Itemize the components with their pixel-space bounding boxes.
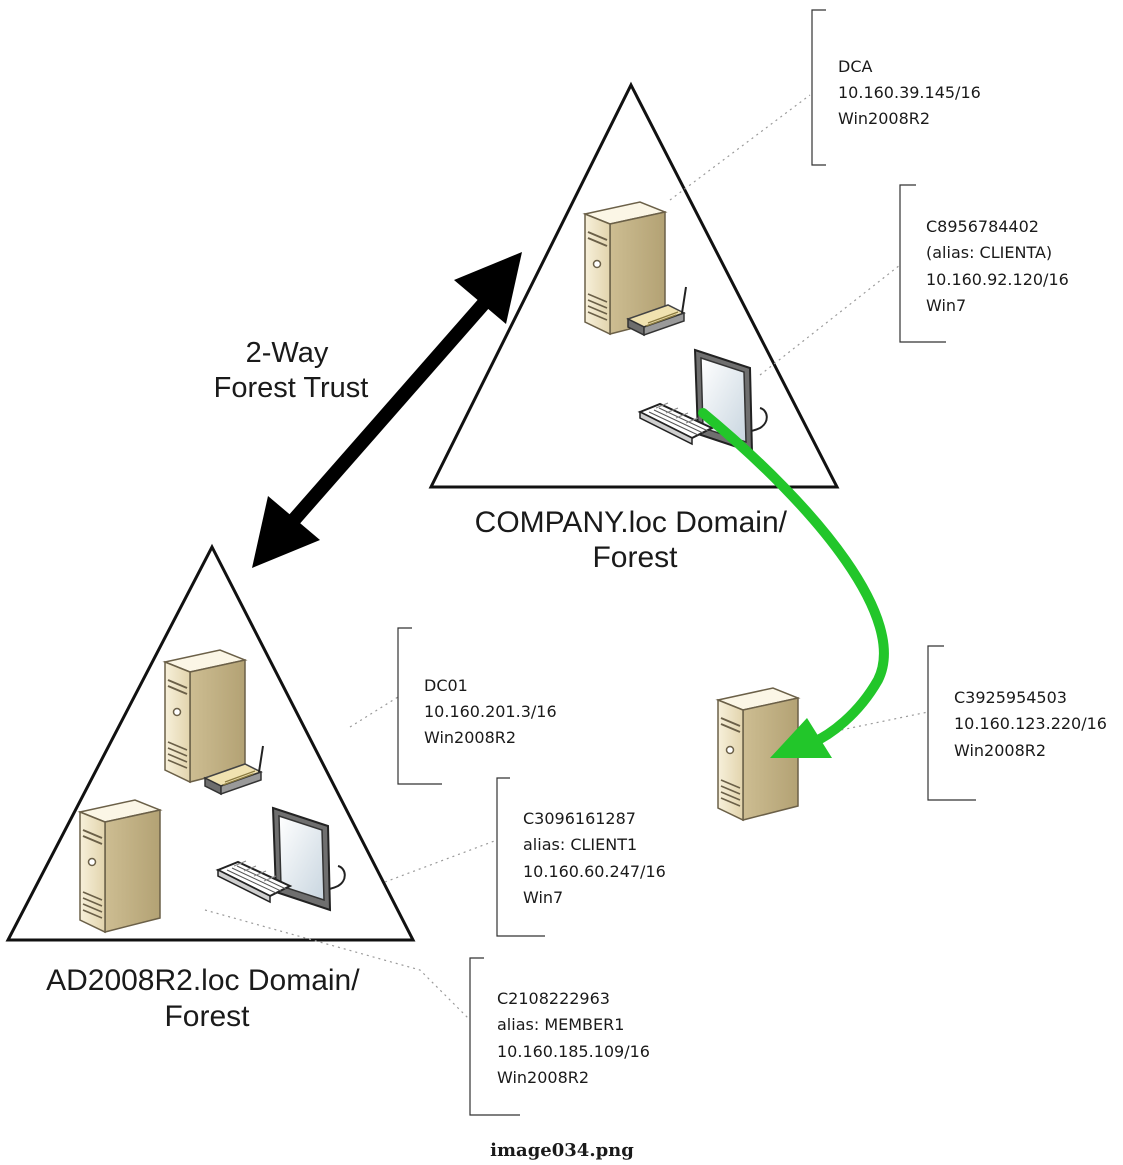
dca-ip: 10.160.39.145/16 <box>838 83 981 102</box>
ad2008r2-domain-label-line-2: Forest <box>164 1000 250 1033</box>
dc01-ip: 10.160.201.3/16 <box>424 702 557 721</box>
dca-note: DCA 10.160.39.145/16 Win2008R2 <box>838 57 986 128</box>
dc01-server-icon <box>164 649 246 783</box>
dca-os: Win2008R2 <box>838 109 930 128</box>
trust-label-line-1: 2-Way <box>246 337 329 369</box>
migration-arrow <box>698 408 889 758</box>
company-domain-label-line-1: COMPANY.loc Domain/ <box>475 506 788 539</box>
trust-label: 2-Way Forest Trust <box>214 337 369 404</box>
dc01-os: Win2008R2 <box>424 728 516 747</box>
image-caption: image034.png <box>490 1140 634 1161</box>
client1-ip: 10.160.60.247/16 <box>523 862 666 881</box>
trust-label-line-2: Forest Trust <box>214 372 369 404</box>
member1-server-icon <box>79 799 161 933</box>
standalone-note: C3925954503 10.160.123.220/16 Win2008R2 <box>954 688 1112 760</box>
dc01-name: DC01 <box>424 676 468 695</box>
clienta-note: C8956784402 (alias: CLIENTA) 10.160.92.1… <box>926 217 1074 315</box>
ad2008r2-domain-label-line-1: AD2008R2.loc Domain/ <box>46 964 360 997</box>
ad2008r2-domain-label: AD2008R2.loc Domain/ Forest <box>46 964 368 1033</box>
member1-name: C2108222963 <box>497 989 610 1008</box>
note-brackets <box>397 9 976 1116</box>
standalone-os: Win2008R2 <box>954 741 1046 760</box>
member1-ip: 10.160.185.109/16 <box>497 1042 650 1061</box>
company-domain-label-line-2: Forest <box>592 541 678 574</box>
company-domain-label: COMPANY.loc Domain/ Forest <box>475 506 796 574</box>
dca-name: DCA <box>838 57 872 76</box>
standalone-ip: 10.160.123.220/16 <box>954 714 1107 733</box>
client1-name: C3096161287 <box>523 809 636 828</box>
clienta-name: C8956784402 <box>926 217 1039 236</box>
dc01-note: DC01 10.160.201.3/16 Win2008R2 <box>424 676 562 747</box>
member1-note: C2108222963 alias: MEMBER1 10.160.185.10… <box>497 989 655 1087</box>
clienta-os: Win7 <box>926 296 966 315</box>
standalone-name: C3925954503 <box>954 688 1067 707</box>
clienta-alias: (alias: CLIENTA) <box>926 243 1052 262</box>
client1-os: Win7 <box>523 888 563 907</box>
clienta-ip: 10.160.92.120/16 <box>926 270 1069 289</box>
client1-alias: alias: CLIENT1 <box>523 835 637 854</box>
two-way-trust-arrow <box>252 252 522 568</box>
member1-os: Win2008R2 <box>497 1068 589 1087</box>
member1-alias: alias: MEMBER1 <box>497 1015 624 1034</box>
client1-note: C3096161287 alias: CLIENT1 10.160.60.247… <box>523 809 671 907</box>
